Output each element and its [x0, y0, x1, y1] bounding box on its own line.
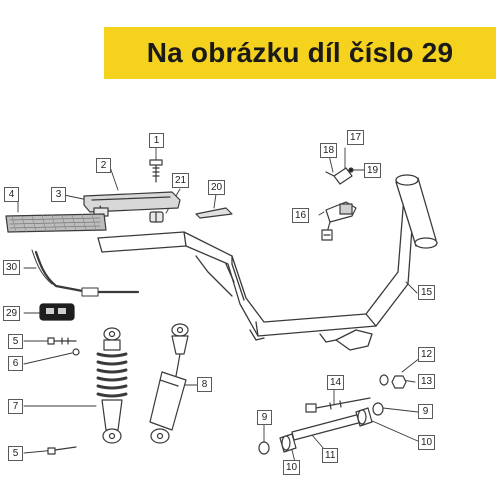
callout-12: 12: [418, 347, 436, 362]
callout-6: 6: [8, 356, 23, 371]
part-7-shock-spring: [96, 327, 128, 444]
callout-9-left: 9: [257, 410, 272, 425]
callout-20: 20: [208, 180, 226, 195]
part-29-switch: [39, 303, 75, 321]
callout-1: 1: [149, 133, 164, 148]
part-8-shock: [149, 323, 189, 444]
callout-5-upper: 5: [8, 334, 23, 349]
part-9-cap-left: [258, 441, 270, 455]
part-1-bolt: [149, 159, 163, 183]
callout-4: 4: [4, 187, 19, 202]
part-11-shaft: [291, 413, 363, 441]
title-text: Na obrázku díl číslo 29: [146, 37, 454, 68]
callout-10-left: 10: [283, 460, 301, 475]
part-20-bracket: [195, 207, 233, 219]
callout-29: 29: [3, 306, 21, 321]
callout-10-right: 10: [418, 435, 436, 450]
callout-3: 3: [51, 187, 66, 202]
callout-17: 17: [347, 130, 365, 145]
callout-13: 13: [418, 374, 436, 389]
callout-9-right: 9: [418, 404, 433, 419]
part-4-pad: [5, 213, 107, 233]
leader-lines: [17, 147, 426, 463]
callout-15: 15: [418, 285, 436, 300]
part-2-plate: [83, 191, 181, 213]
callout-11: 11: [322, 448, 339, 463]
part-17-cap: [333, 167, 353, 185]
callout-21: 21: [172, 173, 190, 188]
part-15-frame: [97, 174, 438, 351]
callout-5-lower: 5: [8, 446, 23, 461]
part-12-washer: [379, 374, 389, 386]
callout-16: 16: [292, 208, 310, 223]
callout-14: 14: [327, 375, 345, 390]
callout-7: 7: [8, 399, 23, 414]
part-19-dot: [348, 167, 354, 173]
callout-18: 18: [320, 143, 338, 158]
part-5-bolt-lower: [47, 446, 77, 455]
part-21-nut: [149, 211, 164, 223]
part-10-bushing-right: [355, 407, 373, 427]
callout-2: 2: [96, 158, 111, 173]
part-9-cap-right: [372, 402, 384, 416]
part-6-washer: [72, 348, 80, 356]
part-10-bushing-left: [279, 433, 297, 453]
part-13-nut: [391, 375, 407, 389]
part-18-pin: [325, 171, 335, 177]
part-16-lock: [321, 201, 357, 241]
part-30-stand: [31, 249, 140, 297]
callout-30: 30: [3, 260, 21, 275]
part-5-bolt-upper: [47, 337, 77, 345]
part-14-bolt: [305, 397, 371, 413]
callout-8: 8: [197, 377, 212, 392]
callout-19: 19: [364, 163, 382, 178]
title-banner: Na obrázku díl číslo 29: [104, 27, 496, 79]
